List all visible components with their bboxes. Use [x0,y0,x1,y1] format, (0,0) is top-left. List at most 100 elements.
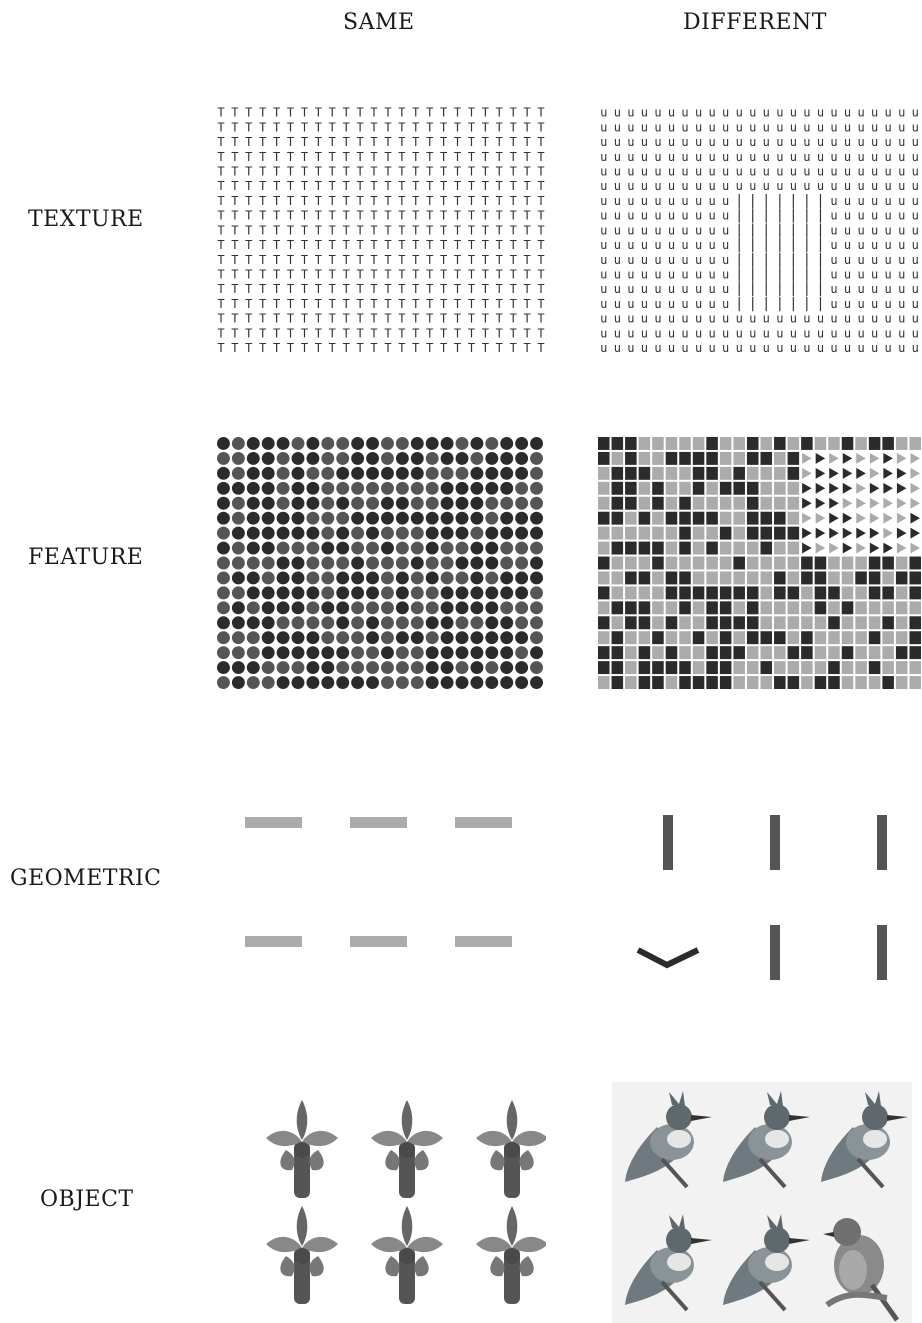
feature-square [693,646,705,659]
texture-glyph: T [315,267,322,281]
feature-dot [217,601,230,614]
feature-dot [411,527,424,540]
texture-glyph: T [370,135,377,149]
texture-glyph: T [287,253,294,267]
texture-glyph: | [762,281,770,297]
texture-glyph: T [287,120,294,134]
feature-dot [441,542,454,555]
feature-dot [277,646,290,659]
feature-dot [351,482,364,495]
texture-glyph: u [871,194,878,208]
feature-dot [411,601,424,614]
texture-glyph: u [871,106,878,120]
texture-glyph: u [857,297,864,311]
texture-glyph: T [357,312,364,326]
feature-dot [456,557,469,570]
texture-glyph: | [803,266,811,282]
feature-dot [515,452,528,465]
texture-glyph: T [343,194,350,208]
feature-dot [292,497,305,510]
feature-dot [321,646,334,659]
feature-dot [470,482,483,495]
feature-dot [411,646,424,659]
texture-glyph: u [681,209,688,223]
feature-triangle [829,468,839,479]
texture-glyph: | [749,281,757,297]
texture-glyph: T [398,165,405,179]
texture-glyph: T [496,209,503,223]
texture-glyph: u [695,179,702,193]
texture-glyph: | [816,252,824,268]
feature-square [693,512,705,525]
feature-dot [217,661,230,674]
feature-square [733,437,745,450]
feature-dot [247,631,260,644]
feature-square [788,437,800,450]
texture-glyph: u [708,267,715,281]
texture-glyph: u [912,238,919,252]
texture-glyph: u [668,106,675,120]
texture-glyph: u [668,326,675,340]
feature-square [706,452,718,465]
feature-square [612,631,624,644]
feature-dot [470,512,483,525]
texture-glyph: T [510,253,517,267]
feature-square [828,571,840,584]
feature-square [733,512,745,525]
texture-glyph: u [830,238,837,252]
texture-glyph: T [315,209,322,223]
texture-glyph: u [830,223,837,237]
texture-glyph: u [681,282,688,296]
feature-square [612,482,624,495]
texture-glyph: u [912,312,919,326]
texture-glyph: u [695,150,702,164]
texture-glyph: u [803,341,810,354]
feature-triangle [829,453,839,464]
texture-glyph: u [627,223,634,237]
texture-glyph: T [217,267,224,281]
texture-glyph: T [482,209,489,223]
texture-glyph: T [398,150,405,164]
texture-glyph: T [454,165,461,179]
feature-square [598,437,610,450]
feature-square [869,437,881,450]
texture-glyph: T [315,326,322,340]
feature-dot [515,601,528,614]
feature-triangle [816,483,826,494]
texture-glyph: u [898,120,905,134]
texture-glyph: u [763,106,770,120]
texture-glyph: u [857,209,864,223]
feature-square [706,557,718,570]
texture-glyph: T [537,106,544,120]
feature-dot [426,557,439,570]
feature-dot [336,616,349,629]
texture-glyph: u [614,312,621,326]
feature-square [625,661,637,674]
texture-glyph: u [803,179,810,193]
feature-square [788,661,800,674]
texture-glyph: T [510,238,517,252]
texture-glyph: T [496,165,503,179]
feature-dot [321,512,334,525]
feature-square [612,676,624,689]
feature-square [869,571,881,584]
texture-glyph: u [668,282,675,296]
feature-square [652,542,664,555]
texture-glyph: T [537,194,544,208]
texture-glyph: T [398,135,405,149]
feature-square [706,482,718,495]
texture-glyph: u [722,341,729,354]
texture-glyph: u [681,238,688,252]
texture-glyph: u [681,150,688,164]
feature-dot [262,586,275,599]
feature-square [625,646,637,659]
texture-glyph: T [301,253,308,267]
feature-square [788,527,800,540]
feature-dot [441,631,454,644]
texture-glyph: T [231,326,238,340]
texture-glyph: T [370,267,377,281]
feature-square [882,676,894,689]
texture-glyph: u [912,150,919,164]
texture-glyph: u [898,209,905,223]
texture-glyph: u [830,297,837,311]
